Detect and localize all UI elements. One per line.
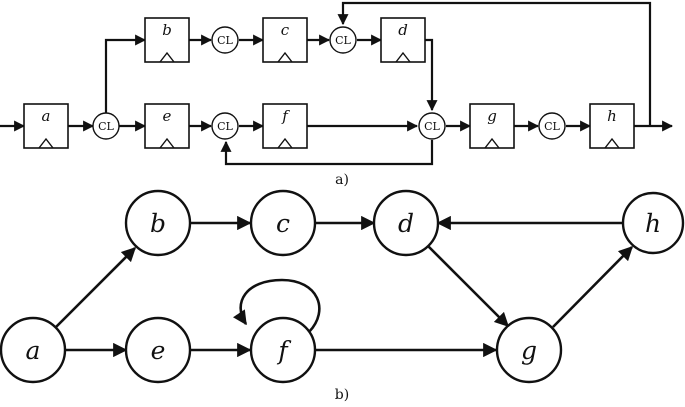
register-c: c — [262, 17, 308, 63]
circuit-diagram: a b c d e f g — [0, 1, 674, 188]
cl-label: CL — [217, 34, 233, 47]
register-b: b — [144, 17, 190, 63]
node-label: d — [398, 209, 414, 238]
cl-label: CL — [544, 120, 560, 133]
graph-diagram: a b c d e f g h b) — [0, 189, 685, 403]
register-label: g — [487, 107, 497, 125]
node-label: c — [276, 209, 290, 238]
cl-label: CL — [424, 120, 440, 133]
register-g: g — [469, 103, 515, 149]
cl-label: CL — [217, 120, 233, 133]
combinational-logic-5: CL — [418, 112, 446, 140]
edge-g-h — [552, 245, 634, 328]
caption-b: b) — [335, 387, 349, 403]
graph-edges — [55, 215, 634, 358]
node-label: e — [151, 336, 166, 365]
cl-label: CL — [98, 120, 114, 133]
graph-node-d: d — [372, 189, 440, 257]
edge-a-b — [55, 246, 137, 328]
register-a: a — [23, 103, 69, 149]
register-label: e — [163, 107, 172, 125]
edge-f-f — [232, 278, 321, 333]
graph-node-b: b — [124, 189, 192, 257]
graph-node-h: h — [621, 191, 685, 255]
combinational-logic-4: CL — [211, 112, 239, 140]
combinational-logic-1: CL — [92, 112, 120, 140]
register-h: h — [589, 103, 635, 149]
node-label: f — [276, 336, 291, 365]
register-label: h — [607, 107, 617, 125]
combinational-logic-6: CL — [538, 112, 566, 140]
graph-node-c: c — [249, 189, 317, 257]
combinational-logic-2: CL — [211, 26, 239, 54]
node-label: a — [26, 336, 41, 365]
node-label: b — [150, 209, 166, 238]
node-label: g — [521, 336, 537, 365]
edge-d-g — [427, 245, 510, 328]
register-label: b — [162, 21, 172, 39]
circuit-wires — [0, 1, 674, 166]
register-d: d — [380, 17, 426, 63]
combinational-logic-3: CL — [329, 26, 357, 54]
register-f: f — [262, 103, 308, 149]
graph-node-e: e — [124, 316, 192, 384]
graph-node-f: f — [249, 316, 317, 384]
node-label: h — [645, 209, 661, 238]
register-label: c — [281, 21, 290, 39]
register-label: d — [398, 21, 408, 39]
caption-a: a) — [335, 172, 349, 188]
register-label: f — [281, 107, 290, 125]
cl-label: CL — [335, 34, 351, 47]
graph-node-g: g — [495, 316, 563, 384]
graph-node-a: a — [0, 316, 67, 384]
register-e: e — [144, 103, 190, 149]
register-label: a — [42, 107, 51, 125]
